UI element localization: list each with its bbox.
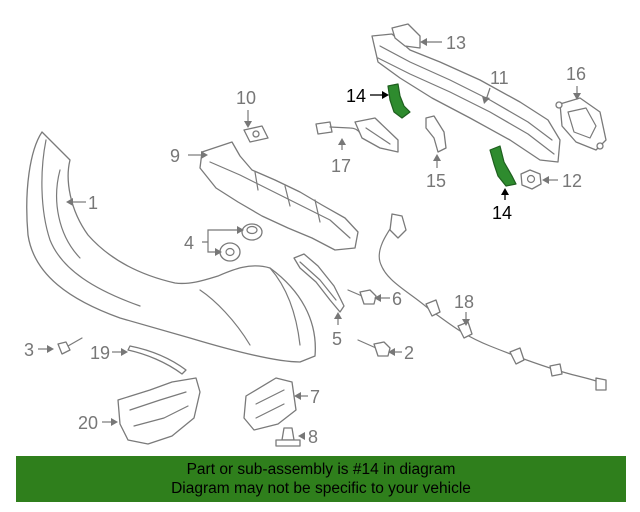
- label-2: 2: [404, 343, 414, 363]
- highlighted-bracket-14-upper: [387, 83, 411, 119]
- label-15: 15: [426, 171, 446, 191]
- callout-arrow-20: [111, 418, 118, 426]
- callout-arrow-15: [433, 154, 441, 161]
- callout-arrow-14-lower: [501, 188, 509, 195]
- under-cover-part-20: [117, 377, 201, 445]
- bracket-part-16: [555, 97, 607, 151]
- callout-arrow-16: [573, 93, 581, 100]
- highlighted-bracket-14-lower: [489, 145, 517, 187]
- label-9: 9: [170, 146, 180, 166]
- energy-absorber-part: [199, 141, 359, 251]
- clip-part-10: [243, 125, 269, 143]
- push-clip-part-8: [275, 427, 301, 447]
- reflector-part-19: [127, 345, 187, 375]
- label-10: 10: [236, 88, 256, 108]
- label-1: 1: [88, 193, 98, 213]
- label-14-lower: 14: [492, 203, 512, 223]
- info-banner: Part or sub-assembly is #14 in diagram D…: [16, 456, 626, 502]
- label-17: 17: [331, 156, 351, 176]
- bolt-part-2: [357, 339, 391, 357]
- label-4: 4: [184, 233, 194, 253]
- label-19: 19: [90, 343, 110, 363]
- label-13: 13: [446, 33, 466, 53]
- callout-arrow-12: [542, 176, 549, 184]
- bolt-part-6: [347, 289, 377, 305]
- callout-arrow-5: [334, 312, 342, 319]
- sensor-bracket-part-17: [315, 117, 399, 153]
- label-20: 20: [78, 413, 98, 433]
- grommet-part-4: [219, 223, 263, 262]
- label-14-upper: 14: [346, 86, 366, 106]
- callout-arrow-18: [462, 319, 470, 326]
- parts-diagram: 1 9 10 4 17 11: [24, 23, 607, 447]
- callout-arrow-10: [244, 121, 252, 128]
- callout-arrow-9: [201, 151, 208, 159]
- label-18: 18: [454, 292, 474, 312]
- reinforcement-beam-part: [371, 23, 561, 163]
- label-8: 8: [308, 427, 318, 447]
- callout-arrow-4a: [237, 226, 244, 234]
- callout-arrow-7: [294, 392, 301, 400]
- callout-arrow-2: [388, 348, 395, 356]
- callout-arrow-17: [338, 138, 346, 145]
- callout-arrow-11: [482, 96, 490, 104]
- banner-line-2: Diagram may not be specific to your vehi…: [171, 480, 471, 497]
- screw-part-3: [57, 337, 83, 355]
- callout-arrow-1: [66, 198, 73, 206]
- side-bracket-part-5: [293, 253, 345, 313]
- label-7: 7: [310, 387, 320, 407]
- callout-arrow-19: [121, 348, 128, 356]
- callout-arrow-4b: [215, 248, 222, 256]
- bracket-part-15: [425, 115, 447, 153]
- banner-line-1: Part or sub-assembly is #14 in diagram: [186, 461, 456, 478]
- callout-arrow-8: [298, 432, 305, 440]
- callout-arrow-6: [374, 294, 381, 302]
- label-3: 3: [24, 340, 34, 360]
- nut-part-12: [520, 169, 542, 190]
- label-5: 5: [332, 329, 342, 349]
- callout-arrow-14-upper: [382, 91, 389, 99]
- label-11: 11: [490, 68, 509, 88]
- label-12: 12: [562, 171, 582, 191]
- label-16: 16: [566, 64, 586, 84]
- side-bracket-part-7: [243, 377, 297, 431]
- label-6: 6: [392, 289, 402, 309]
- bumper-cover-part: [26, 131, 316, 363]
- callout-arrow-13: [420, 38, 427, 46]
- callout-line-4: [202, 229, 240, 253]
- callout-arrow-3: [47, 345, 54, 353]
- wiring-harness-part-18: [378, 213, 607, 391]
